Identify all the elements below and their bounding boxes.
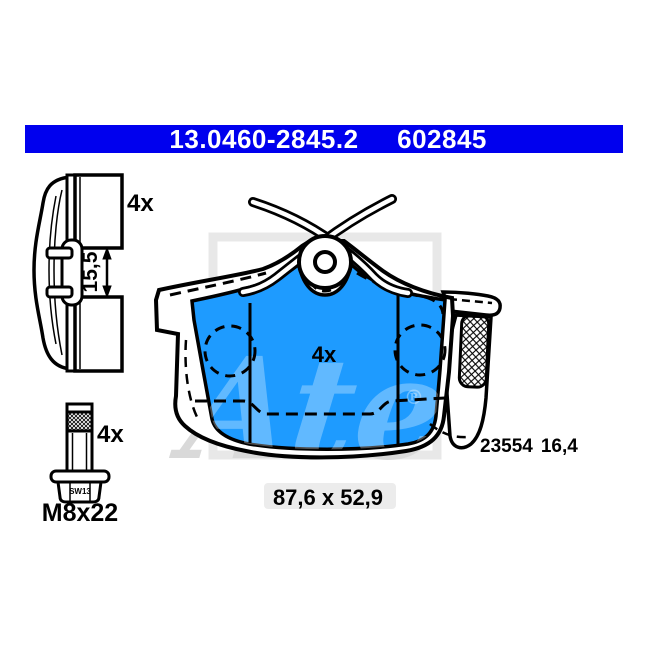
friction-block-bottom [73, 295, 124, 373]
header-bar: 13.0460-2845.2 602845 [25, 124, 623, 154]
catalog-number: 13.0460-2845.2 [169, 124, 358, 154]
wva-number: 23554 [480, 436, 533, 457]
pad-quantity-label: 4x [312, 342, 337, 367]
pad-dimensions-label: 87,6 x 52,9 [273, 485, 383, 510]
height-dimension-arrow [102, 246, 112, 299]
edge-view-tab [440, 290, 502, 317]
thickness-value: 16,4 [541, 436, 578, 457]
dashed-left-edge [184, 339, 199, 418]
clip-tab-lower [45, 285, 74, 299]
watermark-swash [264, 483, 396, 509]
watermark-over-pad: Ate ® [165, 327, 453, 492]
spring-boss-inner [313, 250, 337, 274]
wva-thickness-label: 23554 16,4 [480, 436, 578, 457]
dashed-circle-right [393, 323, 447, 377]
shim-inner-line [53, 189, 63, 356]
watermark-brand-text-overlay: Ate [165, 327, 453, 492]
shim-outline [32, 175, 71, 371]
bolt-shank [65, 429, 94, 473]
bolt-quantity-label: 4x [97, 421, 124, 448]
dashed-circle-left [203, 324, 257, 378]
pad-side-view-diagram: 4x 15,5 [32, 173, 154, 373]
bolt-thread [65, 410, 94, 433]
spring-clip [238, 194, 413, 298]
shim-quantity-label: 4x [127, 190, 154, 217]
watermark-registered-overlay: ® [404, 385, 424, 409]
article-number: 602845 [397, 124, 487, 154]
pad-front-view: Ate ® 4x [153, 194, 469, 492]
dashed-corner-right [429, 423, 469, 439]
wrench-size-label: SW13 [69, 487, 91, 496]
height-dimension-label: 15,5 [79, 251, 102, 292]
header-bar-background [25, 125, 623, 153]
dashed-top-left [169, 271, 267, 297]
dashed-bottom-profile [195, 396, 446, 416]
shim-inner-line-2 [48, 195, 57, 345]
clip-tab-upper [45, 246, 74, 260]
friction-block-top [73, 173, 124, 250]
mounting-bolt-diagram: SW13 4x M8x22 [42, 402, 124, 527]
edge-view-hidden-line [448, 297, 493, 305]
bolt-flange [49, 469, 111, 484]
edge-view-friction-strip [457, 313, 491, 389]
thread-spec-label: M8x22 [42, 499, 118, 527]
pad-edge-view [440, 290, 502, 450]
